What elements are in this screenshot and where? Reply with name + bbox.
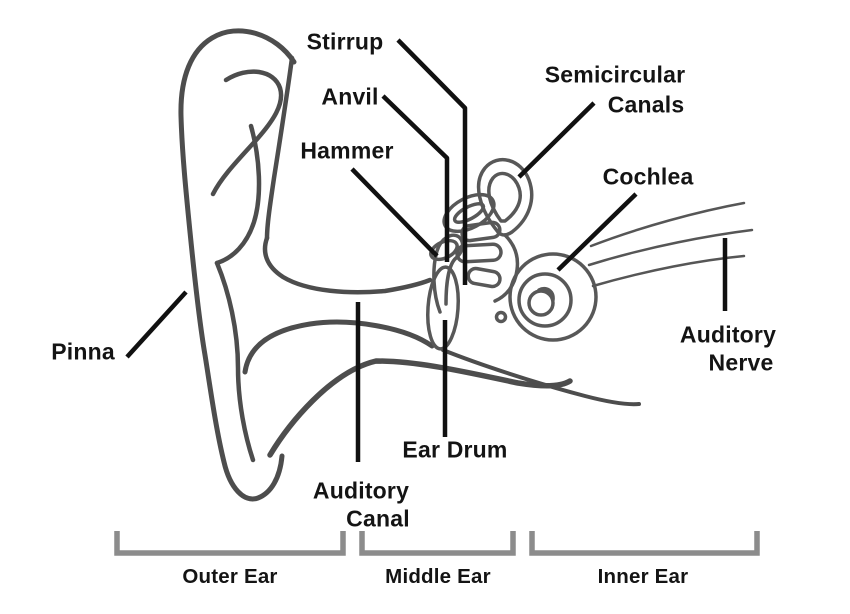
label-stirrup: Stirrup <box>306 28 384 55</box>
label-auditory-canal-line1: Auditory <box>312 477 410 504</box>
eardrum-shape <box>426 265 460 351</box>
jaw-curve <box>267 358 573 458</box>
vestibule-outline <box>493 233 520 303</box>
concha-wall <box>214 260 256 463</box>
stirrup-shape <box>455 242 503 264</box>
label-hammer: Hammer <box>300 137 394 164</box>
label-region-outer-ear: Outer Ear <box>182 564 278 588</box>
semicircular-canal-inner-loop <box>487 171 522 223</box>
cochlea-inner-ring <box>527 289 555 317</box>
stirrup-leader-line <box>396 38 468 285</box>
label-region-middle-ear: Middle Ear <box>385 564 491 588</box>
label-pinna: Pinna <box>51 338 115 365</box>
semicircular-canal-outer-loop <box>476 158 534 237</box>
nerve-fiber-bottom <box>591 254 746 288</box>
antihelix-inner-ridge <box>214 123 262 266</box>
label-cochlea: Cochlea <box>602 163 694 190</box>
label-semicircular-canals-line1: Semicircular <box>544 61 686 88</box>
label-auditory-nerve-line1: Auditory <box>679 321 777 348</box>
hammer-leader-line <box>350 167 439 258</box>
label-region-inner-ear: Inner Ear <box>597 564 689 588</box>
hammer-shape <box>432 233 465 314</box>
semicircular-canals-leader-line <box>517 101 596 179</box>
cochlea-spiral-curl <box>537 286 555 302</box>
label-auditory-nerve-line2: Nerve <box>708 349 774 376</box>
label-auditory-canal-line2: Canal <box>346 505 410 532</box>
inner-ear-bracket <box>529 531 760 556</box>
label-semicircular-canals-line2: Canals <box>607 91 685 118</box>
cochlea-outer-ring <box>508 252 598 342</box>
auditory-canal-upper-wall <box>262 235 433 295</box>
antihelix-curve <box>210 69 284 197</box>
nerve-fiber-top <box>589 201 746 248</box>
pinna-front-edge <box>264 55 295 241</box>
anvil-leader-line <box>381 94 450 262</box>
label-ear-drum: Ear Drum <box>402 436 508 463</box>
nerve-fiber-middle <box>587 228 754 267</box>
auditory-canal-lower-wall <box>242 319 435 375</box>
pinna-outline <box>178 28 297 502</box>
middle-ear-bracket <box>359 531 516 556</box>
outer-ear-bracket <box>114 531 346 556</box>
cochlea-leader-line <box>556 192 638 272</box>
ossicle-process-shape <box>466 266 502 289</box>
pinna-leader-line <box>125 290 188 359</box>
middle-ear-floor-curve <box>441 348 641 407</box>
round-window-dot <box>494 310 508 324</box>
label-anvil: Anvil <box>321 83 379 110</box>
cochlea-middle-ring <box>517 272 573 328</box>
